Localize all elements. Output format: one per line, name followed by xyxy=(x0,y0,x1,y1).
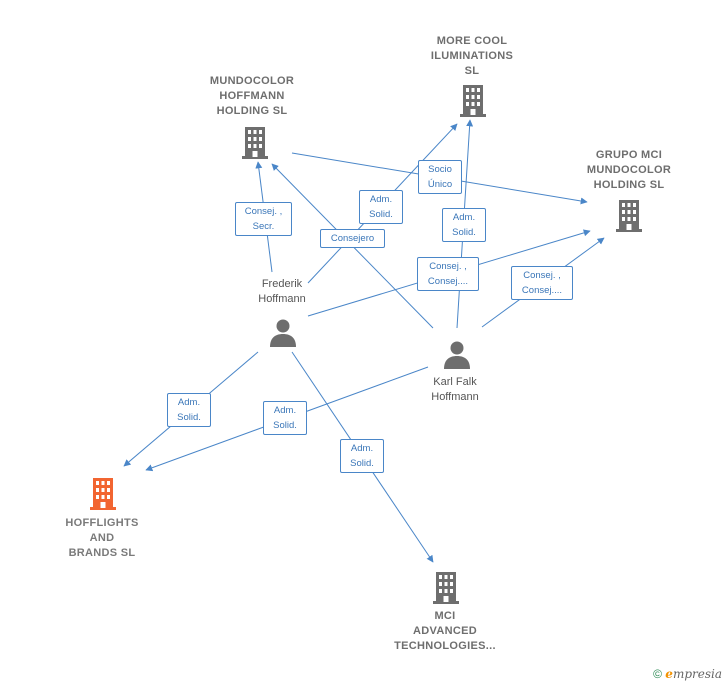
person-icon xyxy=(444,341,470,369)
building-icon-focus xyxy=(90,478,116,510)
edge-label-consej-consej: Consej. , Consej.... xyxy=(417,257,479,291)
brand-name: mpresia xyxy=(672,667,722,681)
edge-label-adm-solid: Adm. Solid. xyxy=(167,393,211,427)
edge-label-adm-solid: Adm. Solid. xyxy=(340,439,384,473)
building-icon xyxy=(433,572,459,604)
edge-label-consejero: Consejero xyxy=(320,229,385,248)
edge-label-adm-solid: Adm. Solid. xyxy=(263,401,307,435)
edge-label-consej-secr: Consej. , Secr. xyxy=(235,202,292,236)
company-label-grupomci[interactable]: GRUPO MCI MUNDOCOLOR HOLDING SL xyxy=(586,149,672,191)
company-label-mci-advanced[interactable]: MCI ADVANCED TECHNOLOGIES... xyxy=(394,610,496,652)
company-label-morecool[interactable]: MORE COOL ILUMINATIONS SL xyxy=(430,35,514,77)
building-icon xyxy=(460,85,486,117)
building-icon xyxy=(616,200,642,232)
copyright-symbol: © xyxy=(653,667,662,681)
edge-label-adm-solid: Adm. Solid. xyxy=(442,208,486,242)
person-icon xyxy=(270,319,296,347)
building-icon xyxy=(242,127,268,159)
company-label-mundocolor[interactable]: MUNDOCOLOR HOFFMANN HOLDING SL xyxy=(209,75,295,117)
edge-label-adm-solid: Adm. Solid. xyxy=(359,190,403,224)
brand-initial: e xyxy=(665,667,673,681)
empresia-logo: © empresia xyxy=(653,667,722,681)
company-label-hofflights[interactable]: HOFFLIGHTS AND BRANDS SL xyxy=(65,517,139,559)
person-label-karl[interactable]: Karl Falk Hoffmann xyxy=(431,376,479,403)
person-label-frederik[interactable]: Frederik Hoffmann xyxy=(258,278,306,305)
edge-label-consej-consej: Consej. , Consej.... xyxy=(511,266,573,300)
edge-label-socio-unico: Socio Único xyxy=(418,160,462,194)
